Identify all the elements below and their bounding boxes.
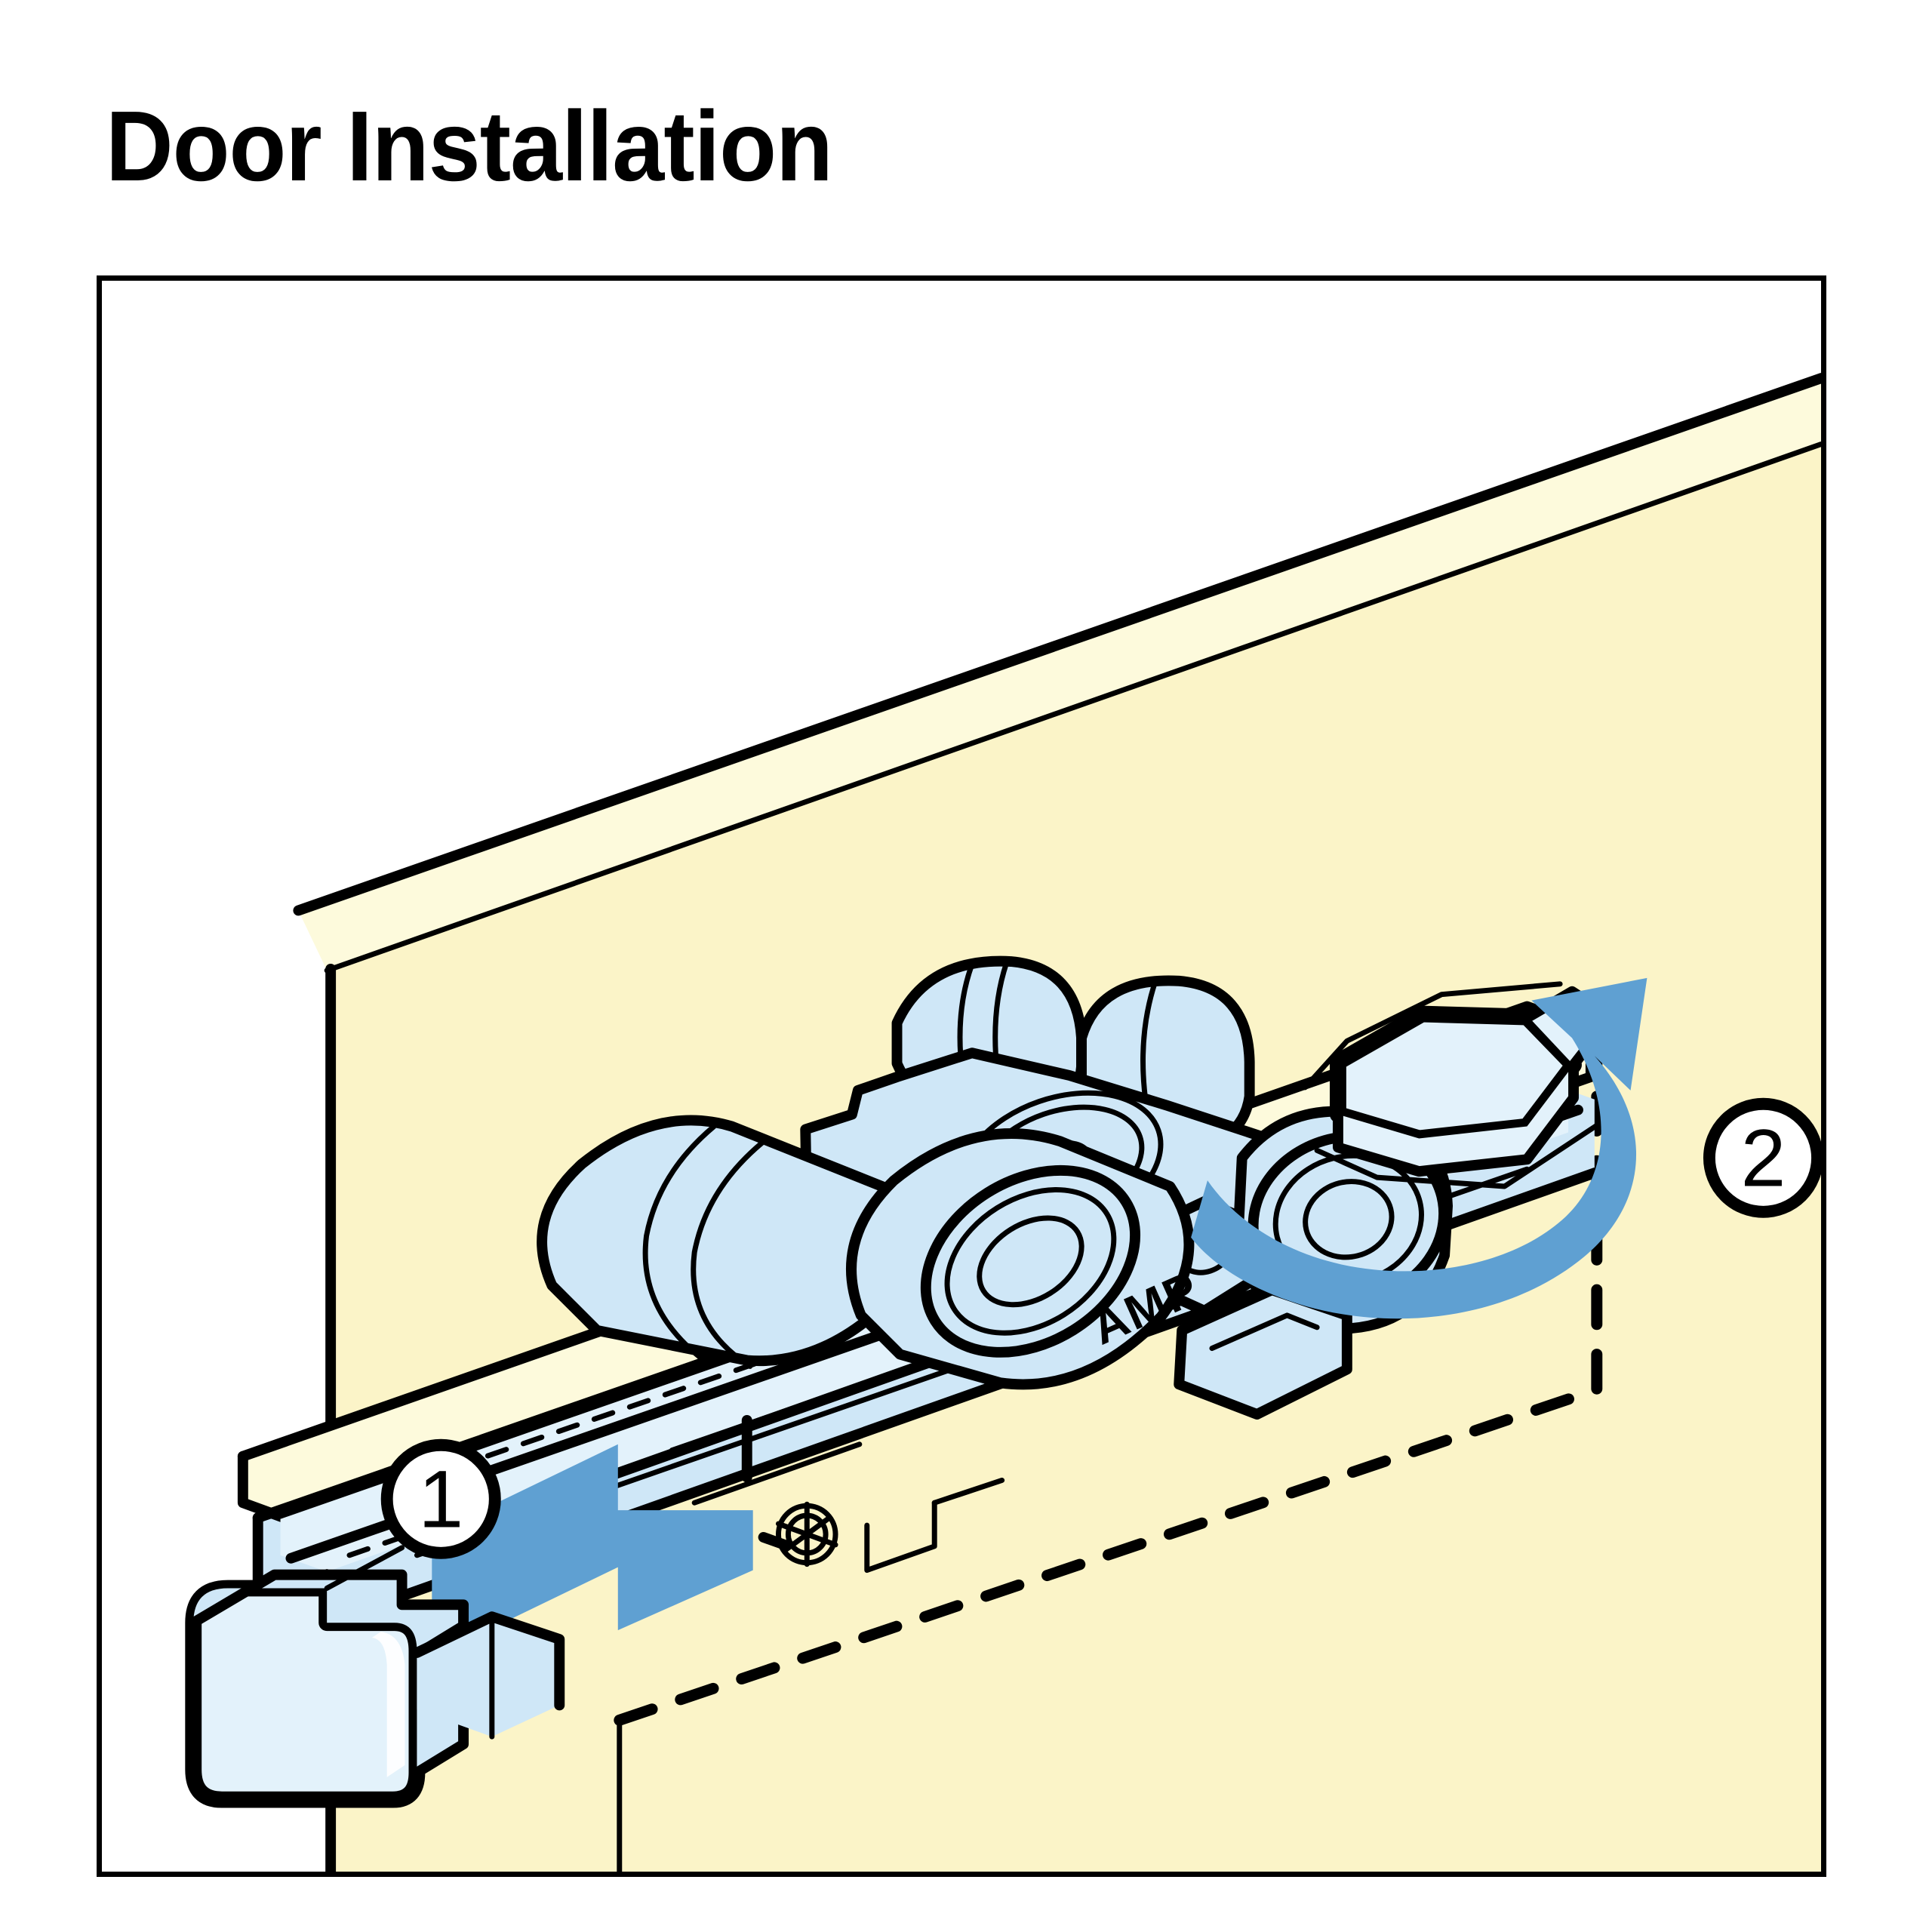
end-cap-notch-line (324, 1545, 405, 1591)
hex-cap-top (1337, 1014, 1574, 1139)
hex-cap-recess-1 (1302, 981, 1563, 1091)
end-cap-front (193, 1588, 417, 1800)
set-screw (758, 1501, 838, 1567)
callout-2: 2 (1703, 1097, 1821, 1218)
door-installation-illustration: .ol { fill:none; stroke:#000; stroke-wid… (185, 373, 1821, 1872)
end-cap-highlight (371, 1632, 405, 1777)
door-top-edge (298, 378, 1821, 971)
door-hidden-top-edge (614, 1384, 1601, 1726)
hex-locking-cap (1302, 981, 1617, 1189)
track-retainer-tab-edge (931, 1477, 1005, 1506)
end-cap-stopper (185, 1545, 565, 1808)
hex-cap-side (1337, 1065, 1574, 1172)
carriage-mount-fold (1209, 1312, 1320, 1352)
callout-1-label: 1 (418, 1454, 463, 1544)
end-cap-stem-outline (411, 1611, 565, 1711)
page-title: Door Installation (106, 91, 833, 202)
track-web-2 (669, 1387, 848, 1454)
door-chamfer-line (324, 441, 1821, 974)
track-retainer-tab (864, 1500, 937, 1574)
callout-1: 1 (380, 1438, 501, 1559)
figure-frame: .ol { fill:none; stroke:#000; stroke-wid… (97, 275, 1826, 1877)
step-1-arrow (432, 1444, 753, 1657)
hex-cap-side-outline (1332, 1060, 1579, 1177)
end-cap-stem (417, 1617, 560, 1737)
track-web-3 (691, 1441, 863, 1506)
door-top-outline (293, 373, 1821, 916)
callout-2-label: 2 (1741, 1112, 1786, 1203)
carriage-wheel-front-right (846, 1128, 1195, 1390)
end-cap-top-outline (188, 1569, 469, 1778)
step-2-rotation-arrow (1191, 977, 1647, 1319)
hex-cap-recess-2 (1314, 1119, 1605, 1189)
end-cap-top (193, 1574, 464, 1773)
